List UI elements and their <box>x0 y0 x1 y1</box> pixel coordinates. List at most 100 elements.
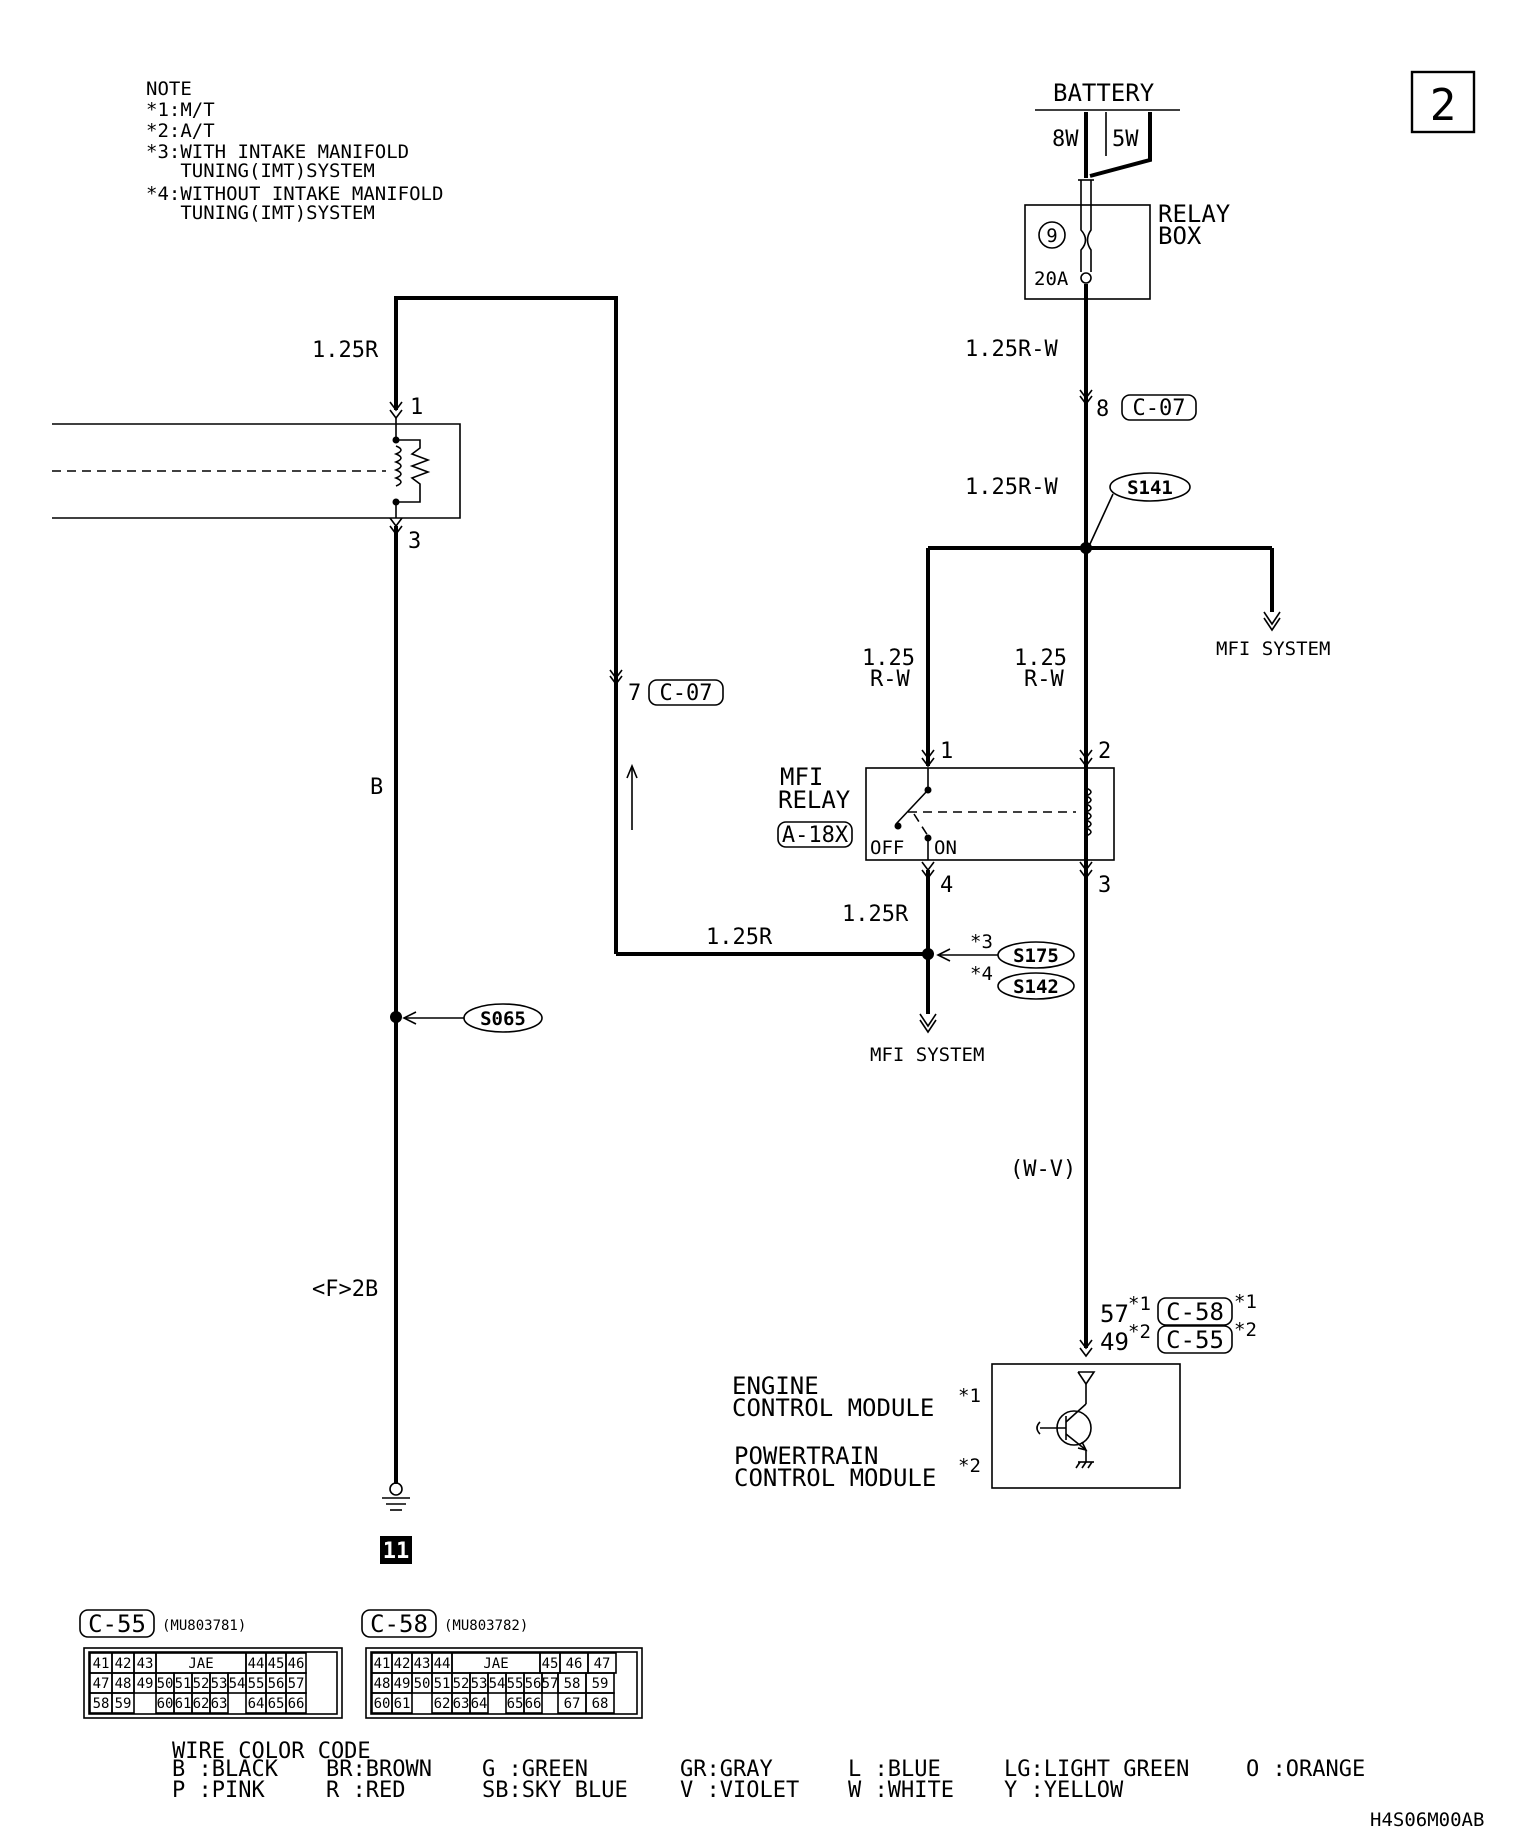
c55-cells-57: 57 <box>288 1676 305 1692</box>
ecm-label-2: CONTROL MODULE <box>732 1394 934 1422</box>
battery-wire-8w: 8W <box>1052 127 1079 152</box>
color-v: V :VIOLET <box>680 1778 799 1803</box>
c58-cells-56: 56 <box>525 1676 542 1692</box>
c58-ref-mark: *1 <box>1234 1291 1257 1313</box>
c58-cells-58: 58 <box>564 1676 581 1692</box>
relay-box: 9 20A RELAY BOX <box>1024 180 1231 300</box>
c55-cells-54: 54 <box>229 1676 246 1692</box>
wire-label-top-left: 1.25R <box>312 338 379 363</box>
c55-cells-JAE: JAE <box>188 1656 213 1672</box>
c55-cells-42: 42 <box>115 1656 132 1672</box>
c58-cells-47: 47 <box>594 1656 611 1672</box>
color-w: W :WHITE <box>848 1778 954 1803</box>
mfi-relay-label-1: MFI <box>780 763 823 791</box>
c58-cells-61-cell <box>391 1692 413 1714</box>
c58-cells-63: 63 <box>453 1696 470 1712</box>
color-sb: SB:SKY BLUE <box>482 1778 628 1803</box>
c07-label-top: C-07 <box>1133 396 1186 421</box>
c55-cells-63: 63 <box>211 1696 228 1712</box>
c55-cells-53: 53 <box>211 1676 228 1692</box>
fuse-rating: 20A <box>1034 268 1069 290</box>
c55-cells-65: 65 <box>268 1696 285 1712</box>
c58-cells-68: 68 <box>592 1696 609 1712</box>
color-g: G :GREEN <box>482 1757 588 1782</box>
c55-cells-56: 56 <box>268 1676 285 1692</box>
c58-cells-66: 66 <box>525 1696 542 1712</box>
note-line-5: *4:WITHOUT INTAKE MANIFOLD <box>146 183 443 205</box>
c58-cells-53: 53 <box>471 1676 488 1692</box>
page-number: 2 <box>1430 80 1457 131</box>
pcm-label-2: CONTROL MODULE <box>734 1464 936 1492</box>
fuse-number: 9 <box>1046 225 1057 247</box>
c55-cells-50: 50 <box>157 1676 174 1692</box>
c58-cells-68-cell <box>585 1692 615 1714</box>
mfi-system-right: MFI SYSTEM <box>1216 638 1330 660</box>
color-br: BR:BROWN <box>326 1757 432 1782</box>
c58-cells-54: 54 <box>489 1676 506 1692</box>
c55-cells-51: 51 <box>175 1676 192 1692</box>
wire-label-ecm-feed: (W-V) <box>1010 1157 1076 1182</box>
ecm-pin-49: 49 <box>1100 1328 1129 1356</box>
drawing-code: H4S06M00AB <box>1370 1809 1484 1831</box>
color-r: R :RED <box>326 1778 405 1803</box>
c55-cells-66: 66 <box>288 1696 305 1712</box>
c58-cells-42: 42 <box>394 1656 411 1672</box>
c55-cells-59: 59 <box>115 1696 132 1712</box>
c55-cells-44: 44 <box>248 1656 265 1672</box>
wire-label-relay-pin4: 1.25R <box>842 902 909 927</box>
c55-cells-52: 52 <box>193 1676 210 1692</box>
battery-wire-5w: 5W <box>1112 127 1139 152</box>
c55-cells-62: 62 <box>193 1696 210 1712</box>
ecm-pin-49-mark: *2 <box>1128 1321 1151 1343</box>
mfi-relay-label-2: RELAY <box>778 786 851 814</box>
c58-cells-41: 41 <box>374 1656 391 1672</box>
c58-cells-55: 55 <box>507 1676 524 1692</box>
color-p: P :PINK <box>172 1778 265 1803</box>
color-l: L :BLUE <box>848 1757 941 1782</box>
left-component: 1 3 <box>52 395 461 554</box>
pcm-label-mark2: *2 <box>958 1455 981 1477</box>
battery: BATTERY 8W 5W <box>1035 79 1180 181</box>
c58-cells-50: 50 <box>414 1676 431 1692</box>
c55-cells-64: 64 <box>248 1696 265 1712</box>
relay-off: OFF <box>870 837 904 859</box>
splice-s065: S065 <box>480 1008 526 1030</box>
splice-s175: S175 <box>1013 945 1059 967</box>
relay-on: ON <box>934 837 957 859</box>
c55-cells-47: 47 <box>93 1676 110 1692</box>
c55-cells-46: 46 <box>288 1656 305 1672</box>
pcm-label-1: POWERTRAIN <box>734 1442 879 1470</box>
c55-ref-mark: *2 <box>1234 1319 1257 1341</box>
c58-cells-52: 52 <box>453 1676 470 1692</box>
relay-box-label-1: RELAY <box>1158 200 1231 228</box>
relay-pin-3: 3 <box>1098 873 1111 898</box>
wire-label-after-c07: 1.25R-W <box>965 475 1058 500</box>
c58-cells-44: 44 <box>434 1656 451 1672</box>
color-gr: GR:GRAY <box>680 1757 773 1782</box>
note-line-2: *2:A/T <box>146 120 215 142</box>
splice-s141: S141 <box>1127 477 1173 499</box>
c58-cells-60: 60 <box>374 1696 391 1712</box>
ecm-label-mark1: *1 <box>958 1385 981 1407</box>
ground-number: 11 <box>383 1539 410 1564</box>
relay-pin-2: 2 <box>1098 739 1111 764</box>
c07-pin8: 8 <box>1096 397 1109 422</box>
c58-cells-51: 51 <box>434 1676 451 1692</box>
c55-part: (MU803781) <box>162 1618 246 1634</box>
color-b: B :BLACK <box>172 1757 279 1782</box>
c58-cells-64: 64 <box>471 1696 488 1712</box>
c58-cells-64-cell <box>469 1692 489 1714</box>
note-line-4: TUNING(IMT)SYSTEM <box>146 160 375 182</box>
wire-color-code-title: WIRE COLOR CODE <box>172 1739 371 1764</box>
c58-title: C-58 <box>370 1610 428 1638</box>
color-y: Y :YELLOW <box>1004 1778 1124 1803</box>
wire-label-left-lower: <F>2B <box>312 1277 378 1302</box>
note-line-1: *1:M/T <box>146 99 215 121</box>
c55-cells-61: 61 <box>175 1696 192 1712</box>
c55-cells-41: 41 <box>93 1656 110 1672</box>
wire-color-code: WIRE COLOR CODE B :BLACK BR:BROWN G :GRE… <box>172 1739 1365 1803</box>
c58-cells-67: 67 <box>564 1696 581 1712</box>
